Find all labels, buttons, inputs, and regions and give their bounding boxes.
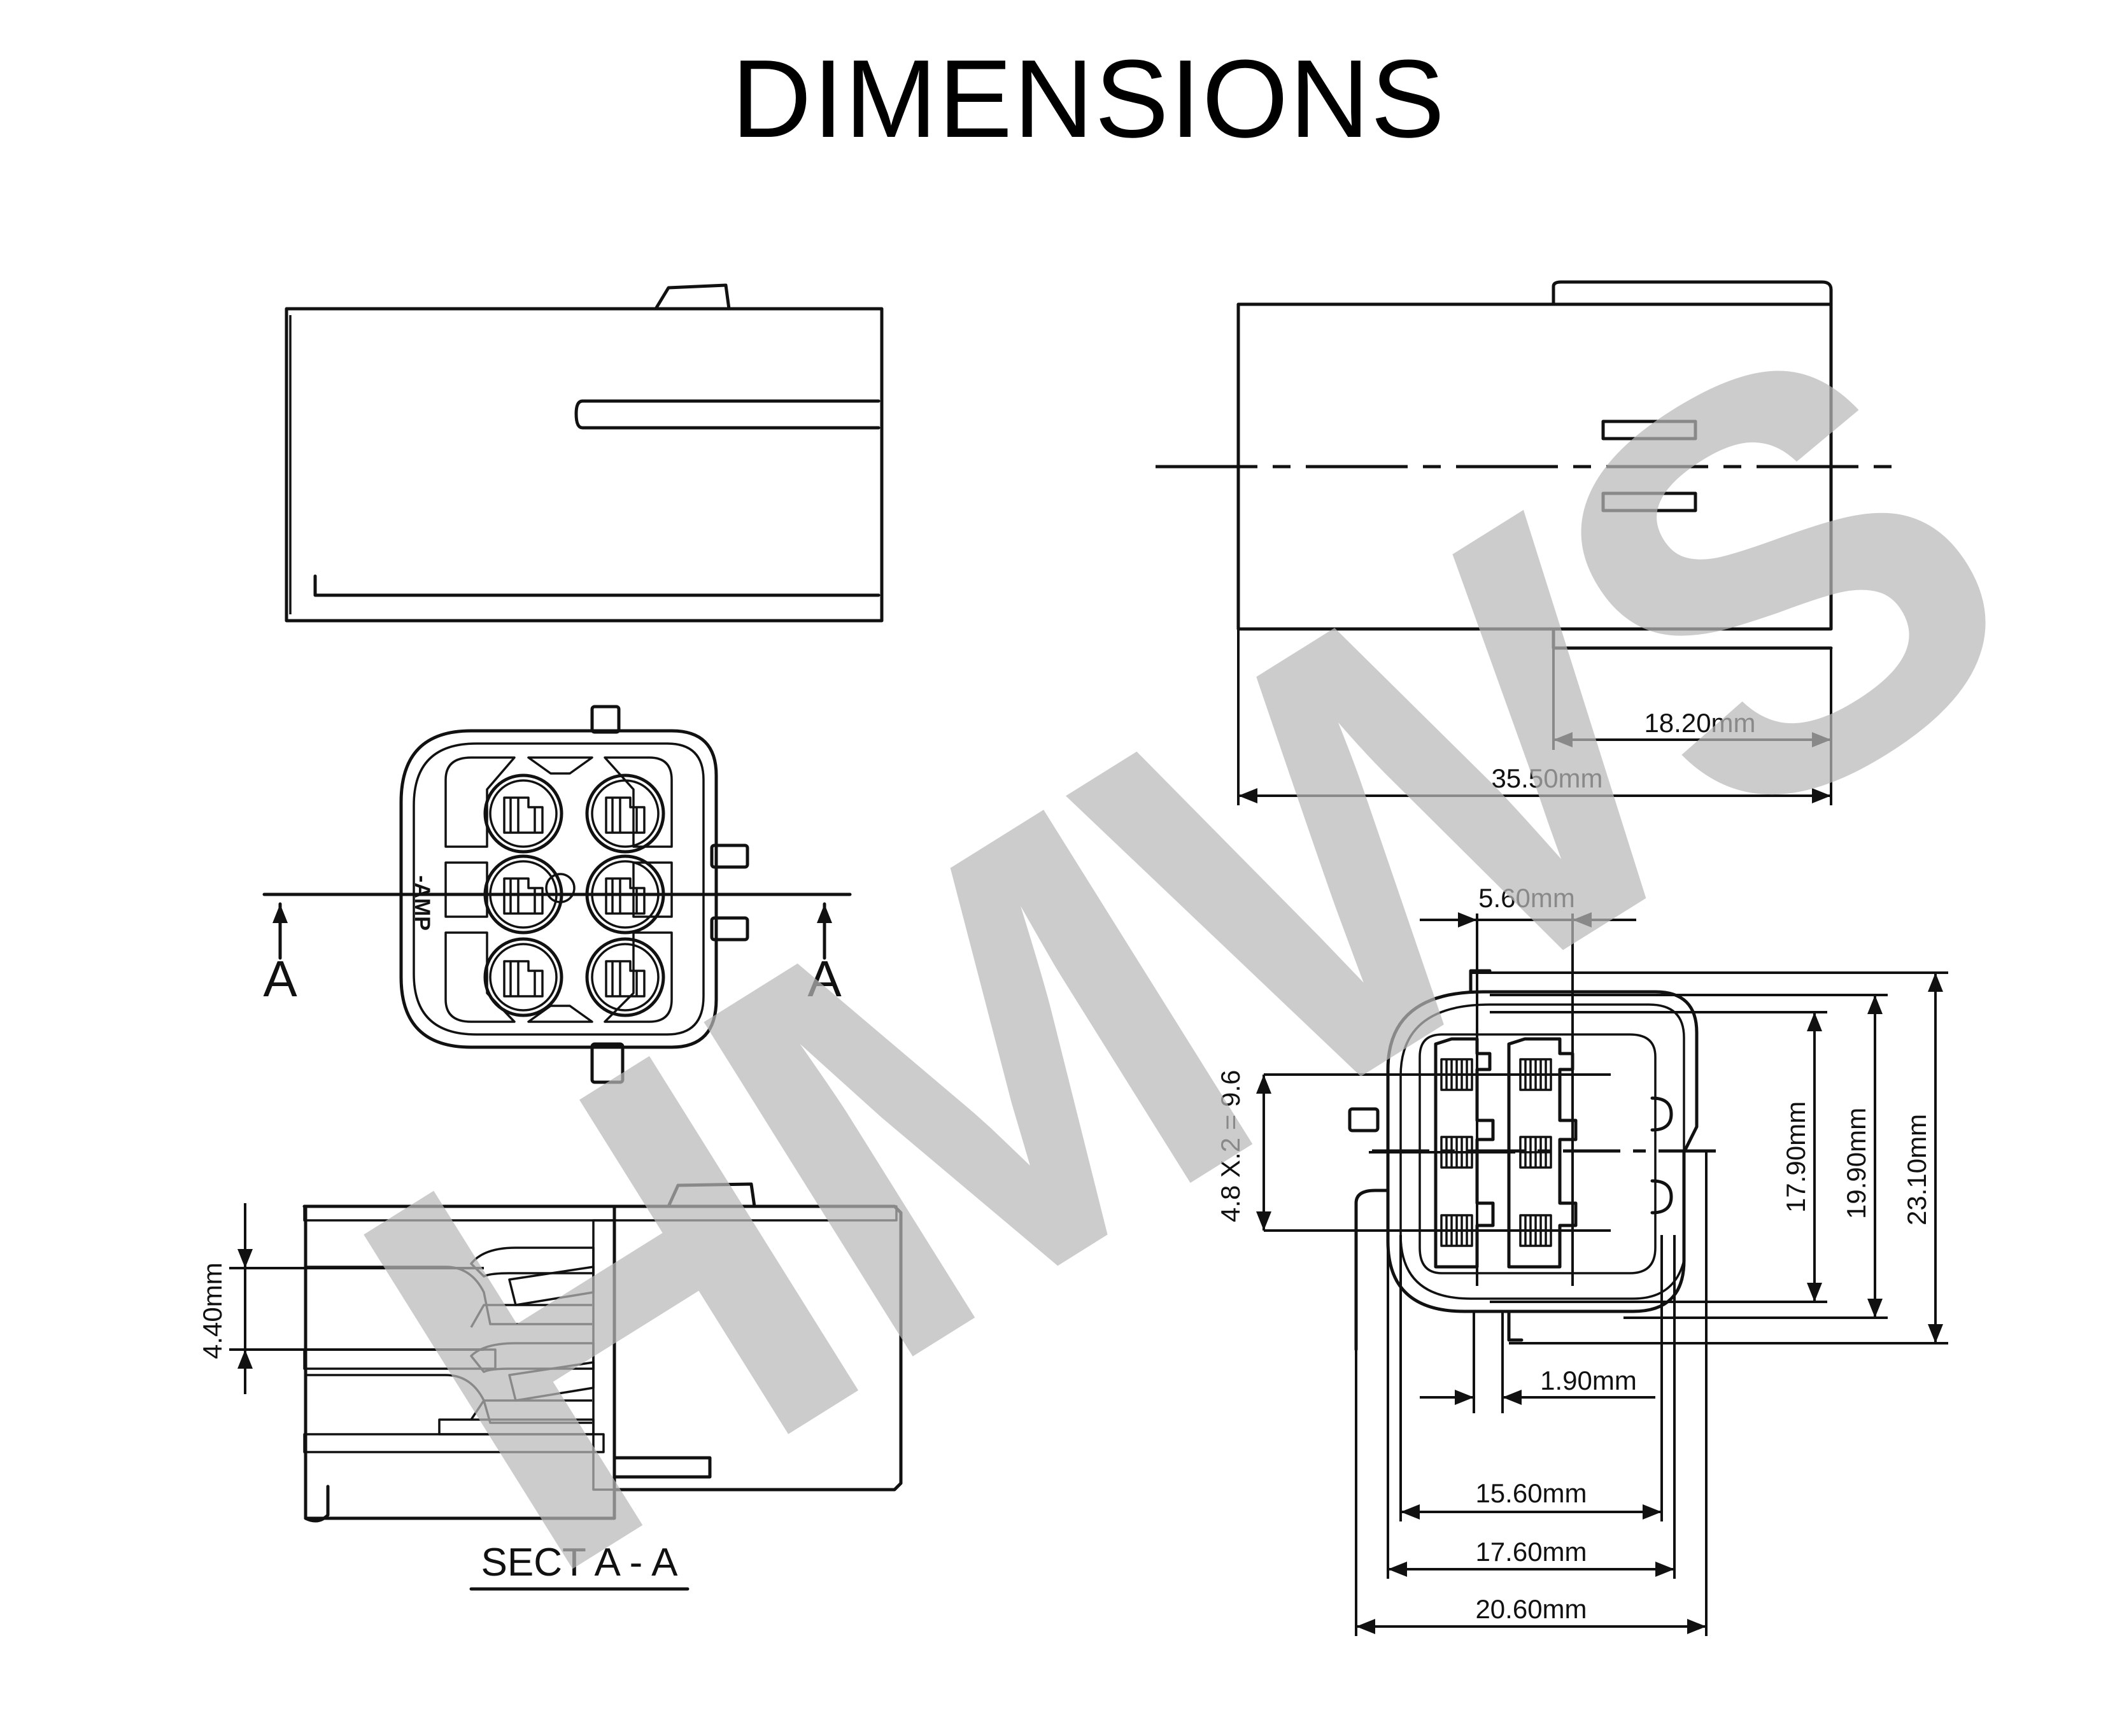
dim-key-width: 1.90mm: [1540, 1366, 1637, 1395]
face-view: 5.60mm 4.8 X.2 = 9.6 17.90mm 19.90mm 23.…: [1215, 883, 1948, 1636]
dim-width-inner: 15.60mm: [1475, 1478, 1587, 1508]
cavity: [585, 773, 665, 854]
brand-mark: -AMP: [410, 875, 434, 931]
dim-pitch-width: 5.60mm: [1478, 883, 1575, 913]
cavity: [585, 937, 665, 1017]
front-view: -AMP A A: [262, 705, 852, 1084]
cavity: [483, 773, 563, 854]
dim-width-outer: 20.60mm: [1475, 1594, 1587, 1624]
dim-latch-length: 18.20mm: [1644, 708, 1755, 738]
cavity: [483, 937, 563, 1017]
dim-height-outer: 23.10mm: [1902, 1114, 1932, 1225]
dim-pin-diameter: 4.40mm: [197, 1262, 227, 1359]
side-view-left: [285, 283, 884, 623]
section-view: 4.40mm SECT A - A: [197, 1182, 903, 1591]
side-view-right: 18.20mm 35.50mm: [1156, 280, 1900, 805]
dim-pitch-vertical: 4.8 X.2 = 9.6: [1215, 1070, 1245, 1222]
dim-width-mid: 17.60mm: [1475, 1537, 1587, 1567]
dim-height-inner: 17.90mm: [1781, 1101, 1811, 1213]
page-title: DIMENSIONS: [732, 36, 1446, 160]
watermark: HMWS: [265, 215, 2100, 1693]
section-marker-left: A: [263, 950, 297, 1007]
dim-height-mid: 19.90mm: [1841, 1108, 1871, 1219]
section-label: SECT A - A: [481, 1541, 678, 1584]
section-marker-right: A: [807, 950, 842, 1007]
dim-overall-length: 35.50mm: [1491, 763, 1602, 793]
